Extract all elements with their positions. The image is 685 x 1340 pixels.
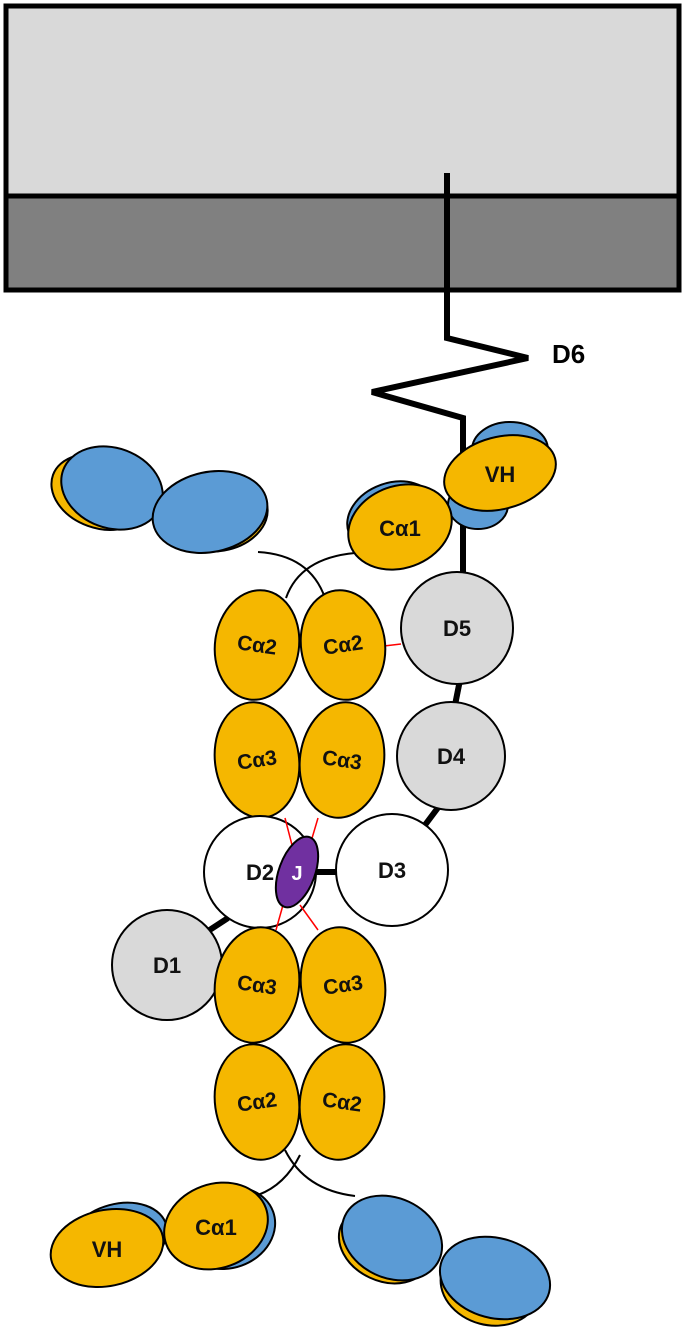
ca3-upper-left-label: Cα3 [236,746,279,774]
upper-hinge [257,551,356,599]
j-chain [274,835,320,909]
ca1-label-bottom: Cα1 [195,1215,237,1240]
ca2-lower-right-domain [298,1043,386,1161]
ca2-upper-left-label: Cα2 [236,631,279,659]
d4-domain [396,701,506,811]
d4-label: D4 [437,744,466,769]
ca3-lower-left-label: Cα3 [236,971,279,999]
ca3-upper-right-domain [298,701,386,819]
membrane-lower-layer [3,193,682,293]
d5-domain [400,571,514,685]
d6-label: D6 [552,339,585,369]
ca1-domain-top [347,483,453,571]
lower-right-fab-blue-2 [438,1235,552,1321]
ca2-lower-left-domain [213,1043,301,1161]
j-chain-label: J [291,863,302,885]
lower-right-fab-blue-1 [340,1194,444,1282]
upper-left-fab-blue-2 [151,470,269,554]
d3-domain [335,813,449,927]
disulfide-j-ca3-ll [275,904,284,931]
membrane-upper-layer [3,3,682,199]
ca3-upper-right-label: Cα3 [321,746,364,774]
ca2-upper-left-domain [213,589,301,701]
vh-label-top: VH [485,462,516,487]
cell-membrane [3,3,682,293]
lower-hinge [257,1149,356,1197]
ca2-upper-right-domain [299,589,387,701]
d1-label: D1 [153,953,181,978]
vh-domain-bottom [49,1207,165,1289]
d6-linker-zigzag [371,173,529,440]
lower-left-fab: VH Cα1 [49,1181,277,1289]
ca1-domain-bottom [163,1181,269,1271]
d2-label: D2 [246,860,274,885]
vh-label-bottom: VH [92,1237,123,1262]
ca3-lower-right-label: Cα3 [322,971,365,999]
d3-label: D3 [378,858,406,883]
disulfide-j-ca3-lr [299,904,319,931]
lower-hinge-curve-left [257,1154,301,1196]
upper-left-fab [50,445,269,554]
ca3-lower-right-domain [299,926,387,1044]
lower-hinge-curve-right [284,1149,356,1197]
upper-hinge-curve-right [285,552,356,599]
lower-right-fab [337,1194,552,1327]
ca2-upper-right-label: Cα2 [322,631,365,659]
d5-label: D5 [443,616,471,641]
upper-right-fab: VH Cα1 [346,421,557,571]
ca2-lower-right-label: Cα2 [321,1088,364,1116]
upper-hinge-curve-left [257,551,326,599]
ca2-lower-left-label: Cα2 [236,1088,279,1116]
disulfide-d5-ca2 [383,643,402,647]
vh-domain-top [443,434,557,512]
ca1-label-top: Cα1 [379,516,421,541]
disulfide-j-ca3-ul [284,817,293,846]
ca3-lower-left-domain [213,926,301,1044]
